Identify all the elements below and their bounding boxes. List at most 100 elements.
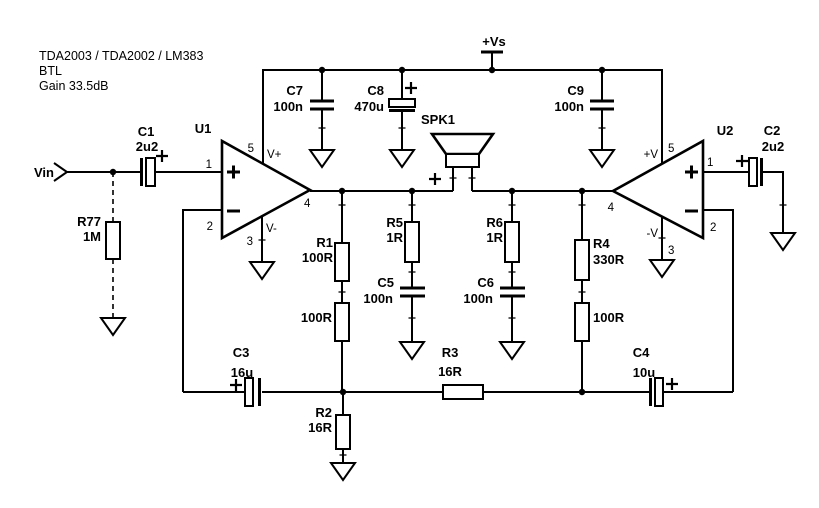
vin-label: Vin: [34, 165, 54, 180]
c8-ref-label: C8: [367, 83, 384, 98]
u2-ref-label: U2: [717, 123, 734, 138]
c8-value-label: 470u: [354, 99, 384, 114]
c4-pos-plate: [654, 377, 664, 407]
c4-value-label: 10u: [633, 365, 655, 380]
resistor-r6: R6 1R: [486, 215, 520, 263]
c1-ref-label: C1: [138, 124, 155, 139]
c8-pos-plate: [388, 98, 416, 108]
junction-dot: [338, 187, 346, 195]
junction-dot: [488, 66, 496, 74]
r6-ref-label: R6: [486, 215, 503, 230]
r77-value-label: 1M: [83, 229, 101, 244]
vs-label: +Vs: [482, 34, 506, 49]
resistor-r3: R3 16R: [438, 345, 484, 400]
c1-pos-plate: [145, 157, 156, 187]
u1-pin1-label: 1: [206, 159, 212, 171]
r5-body: [404, 221, 420, 263]
r3-value-label: 16R: [438, 364, 462, 379]
u2-feedback-wire: [703, 209, 734, 392]
capacitor-c6: C6 100n: [463, 275, 525, 360]
junction-dot: [598, 66, 606, 74]
title-block: TDA2003 / TDA2002 / LM383 BTL Gain 33.5d…: [39, 49, 203, 93]
spk1-ref-label: SPK1: [421, 112, 455, 127]
c2-value-label: 2u2: [762, 139, 784, 154]
c7-value-label: 100n: [273, 99, 303, 114]
u2-input-wire: [703, 171, 784, 233]
c4-ref-label: C4: [633, 345, 650, 360]
c9-value-label: 100n: [554, 99, 584, 114]
u1-noninv-plus-icon: [227, 165, 240, 179]
c5-ref-label: C5: [377, 275, 394, 290]
ground-symbol: [330, 462, 356, 481]
r2-body: [335, 414, 351, 450]
r4-value2-label: 100R: [593, 310, 625, 325]
capacitor-c7: C7 100n: [273, 83, 335, 168]
speaker-cone: [429, 132, 496, 156]
ground-symbol: [589, 149, 615, 168]
resistor-r2: R2 16R: [308, 405, 356, 481]
c2-pos-plate: [748, 157, 758, 187]
c6-plates: [500, 286, 525, 298]
ground-symbol: [649, 259, 675, 278]
r77-ref-label: R77: [77, 214, 101, 229]
ground-symbol: [100, 317, 126, 336]
r4-body-top: [574, 239, 590, 281]
c7-ref-label: C7: [286, 83, 303, 98]
opamp-u2: U2 5 +V 1 2 4 -V 3: [608, 123, 734, 278]
r1-ref-label: R1: [316, 235, 333, 250]
r4-value-label: 330R: [593, 252, 625, 267]
plus-polarity-icon: [666, 378, 678, 390]
u2-noninv-plus-icon: [685, 165, 698, 179]
speaker-spk1: SPK1: [421, 112, 496, 185]
junction-dot: [578, 388, 586, 396]
speaker-magnet: [445, 153, 480, 168]
top-supply-rail: [262, 69, 663, 164]
input-connector-icon: [53, 162, 69, 182]
u2-vminus-label: -V: [647, 228, 659, 240]
ground-symbol: [399, 341, 425, 360]
ground-symbol: [770, 232, 796, 251]
plus-polarity-icon: [156, 150, 168, 162]
junction-dot: [408, 187, 416, 195]
r6-body: [504, 221, 520, 263]
u1-body: [220, 138, 313, 241]
c9-ref-label: C9: [567, 83, 584, 98]
r1-value-label: 100R: [302, 250, 334, 265]
plus-polarity-icon: [405, 82, 417, 94]
power-supply: +Vs: [482, 34, 506, 49]
r1-body-top: [334, 242, 350, 282]
ground-symbol: [309, 149, 335, 168]
r5-ref-label: R5: [386, 215, 403, 230]
c5-plates: [400, 286, 425, 298]
u2-pin3-label: 3: [668, 245, 674, 257]
resistor-r5: R5 1R: [386, 215, 420, 263]
u1-pin5-label: 5: [248, 143, 254, 155]
u1-ref-label: U1: [195, 121, 212, 136]
u2-pin4-label: 4: [608, 202, 615, 214]
u1-vplus-label: V+: [267, 149, 282, 161]
u2-vplus-label: +V: [644, 149, 659, 161]
title-line3: Gain 33.5dB: [39, 79, 109, 93]
r2-value-label: 16R: [308, 420, 332, 435]
c3-value-label: 16u: [231, 365, 253, 380]
c7-plates: [310, 99, 334, 111]
resistor-r1: R1 100R 100R: [301, 235, 350, 342]
c5-value-label: 100n: [363, 291, 393, 306]
plus-polarity-icon: [429, 173, 441, 185]
capacitor-c9: C9 100n: [554, 83, 615, 168]
title-line1: TDA2003 / TDA2002 / LM383: [39, 49, 203, 63]
c2-ref-label: C2: [764, 123, 781, 138]
junction-dot: [578, 187, 586, 195]
u1-pin2-label: 2: [207, 221, 213, 233]
r77-body: [105, 221, 121, 260]
u2-pin2-label: 2: [710, 222, 716, 234]
ground-symbol: [499, 341, 525, 360]
capacitor-c3: C3 16u: [230, 345, 261, 407]
u2-pin5-label: 5: [668, 143, 674, 155]
r4-ref-label: R4: [593, 236, 610, 251]
plus-polarity-icon: [230, 379, 242, 391]
u1-pin3-label: 3: [247, 236, 253, 248]
resistor-r4: R4 330R 100R: [574, 236, 625, 342]
